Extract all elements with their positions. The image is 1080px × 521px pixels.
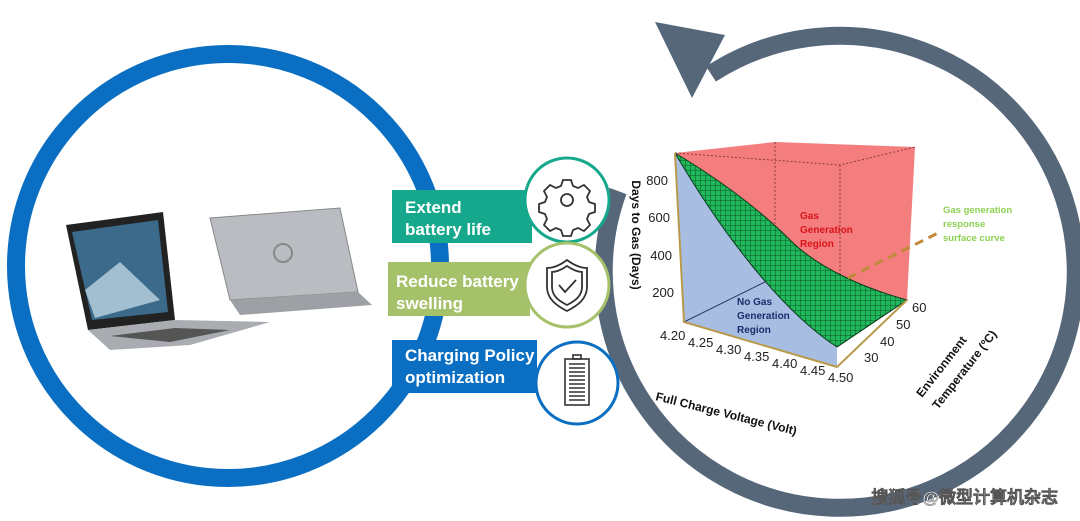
no-gas-region-label: Generation: [737, 311, 790, 322]
feature-label: swelling: [396, 294, 463, 313]
feature-label: optimization: [405, 368, 505, 387]
no-gas-region: [675, 153, 837, 367]
feature-label: Extend: [405, 198, 462, 217]
no-gas-region-label: Region: [737, 325, 771, 336]
z-tick: 50: [896, 317, 910, 332]
arrowhead-icon: [655, 22, 725, 98]
y-tick: 800: [646, 173, 668, 188]
watermark: 搜狐号@微型计算机杂志: [871, 487, 1058, 507]
annotation-label: response: [943, 219, 985, 230]
gas-generation-chart: Days to Gas (Days) 800 600 400 200 4.20 …: [629, 142, 1012, 438]
laptop-image: [66, 207, 372, 350]
gas-region-label: Generation: [800, 225, 853, 236]
no-gas-region-label: No Gas: [737, 297, 772, 308]
feature-label: battery life: [405, 220, 491, 239]
gas-region-label: Gas: [800, 211, 819, 222]
y-tick: 600: [648, 210, 670, 225]
annotation-label: Gas generation: [943, 205, 1012, 216]
x-tick: 4.25: [688, 335, 713, 350]
x-tick: 4.40: [772, 356, 797, 371]
x-tick: 4.45: [800, 363, 825, 378]
y-tick: 400: [650, 248, 672, 263]
x-tick: 4.35: [744, 349, 769, 364]
z-tick: 60: [912, 300, 926, 315]
z-tick: 30: [864, 350, 878, 365]
feature-charging-policy: Charging Policy optimization: [392, 340, 620, 426]
annotation-arrow: [847, 230, 941, 280]
feature-label: Reduce battery: [396, 272, 519, 291]
annotation-label: surface curve: [943, 233, 1005, 244]
cycle-arrow: [594, 22, 1080, 517]
shield-check-icon: [546, 258, 588, 313]
x-tick: 4.30: [716, 342, 741, 357]
response-surface: [674, 152, 909, 348]
z-tick: 40: [880, 334, 894, 349]
x-tick: 4.50: [828, 370, 853, 385]
battery-icon: [564, 354, 590, 406]
y-tick: 200: [652, 285, 674, 300]
gas-region-label: Region: [800, 239, 834, 250]
gear-icon: [538, 179, 596, 237]
y-axis-label: Days to Gas (Days): [629, 180, 643, 289]
x-tick: 4.20: [660, 328, 685, 343]
feature-label: Charging Policy: [405, 346, 535, 365]
feature-reduce-swelling: Reduce battery swelling: [388, 241, 611, 329]
